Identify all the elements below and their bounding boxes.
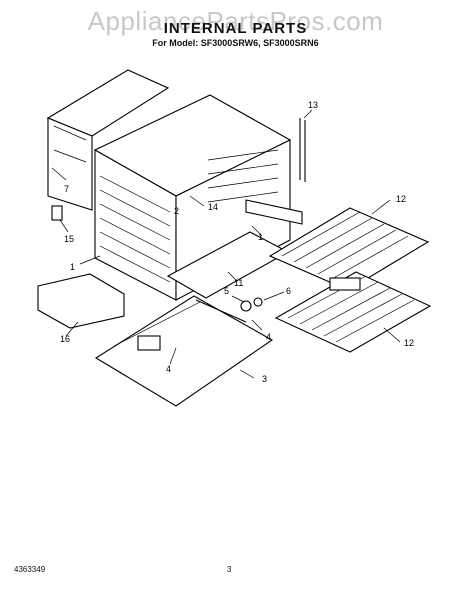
page-number: 3 [227,565,232,574]
side-rail [245,199,303,225]
callout-4-right: 4 [266,332,271,342]
callout-1-right: 1 [258,232,263,242]
oven-cavity [93,94,292,301]
callout-5: 5 [224,286,229,296]
callout-11: 11 [234,278,243,288]
panel-16 [37,273,125,329]
callout-1-left: 1 [70,262,75,272]
callout-3: 3 [262,374,267,384]
document-number: 4363349 [14,565,46,574]
callout-12-lower: 12 [404,338,414,348]
model-subtitle: For Model: SF3000SRW6, SF3000SRN6 [152,38,319,48]
callout-13: 13 [308,100,318,110]
callout-7: 7 [64,184,69,194]
oven-rack-lower [274,271,432,353]
callout-2: 2 [174,206,179,216]
hardware-5-6 [240,297,263,312]
page-title: INTERNAL PARTS [163,20,308,37]
callout-14: 14 [208,202,218,212]
callout-15: 15 [64,234,74,244]
callout-labels: 13 7 2 14 15 1 12 1 11 5 6 4 16 4 12 3 [60,100,414,384]
bottom-tray [94,295,274,407]
watermark: AppliancePartsPros.com [87,6,384,36]
bracket-13 [299,118,306,182]
callout-12-upper: 12 [396,194,406,204]
oven-rack-upper [268,207,430,291]
callout-4-left: 4 [166,364,171,374]
callout-6: 6 [286,286,291,296]
leader-lines [51,109,401,379]
rear-panel [46,69,170,221]
callout-16: 16 [60,334,70,344]
